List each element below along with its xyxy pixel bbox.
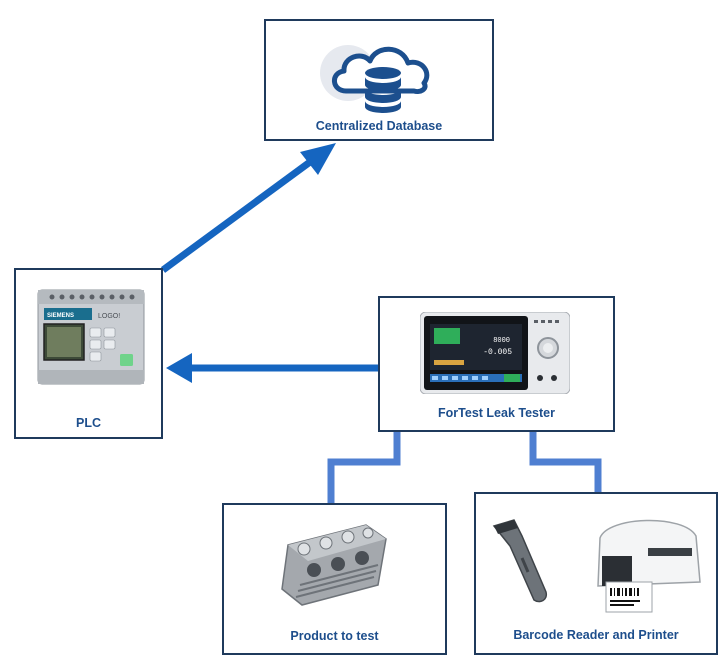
barcode-printer-label: Barcode Reader and Printer xyxy=(513,628,679,642)
plc-to-database-arrow xyxy=(160,143,336,273)
leak-tester-screen-value-1: 8000 xyxy=(493,337,510,345)
cloud-database-icon xyxy=(320,45,430,113)
leak-tester-to-product-connector xyxy=(327,430,401,503)
barcode-scanner-image xyxy=(492,519,548,603)
barcode-printer-node: Barcode Reader and Printer xyxy=(474,492,718,655)
leak-tester-to-barcode-connector xyxy=(529,430,602,492)
product-label: Product to test xyxy=(290,629,379,643)
leak-tester-screen-value-2: -0.005 xyxy=(483,348,512,357)
engine-cylinder-head-image xyxy=(281,524,387,606)
plc-node: SIEMENS LOGO! PLC xyxy=(14,268,163,439)
leak-tester-to-plc-arrow xyxy=(166,353,378,383)
leak-tester-label: ForTest Leak Tester xyxy=(438,406,555,420)
product-node: Product to test xyxy=(222,503,447,655)
plc-model-text: LOGO! xyxy=(98,313,120,320)
leak-tester-device-image: 8000 -0.005 xyxy=(420,312,570,394)
plc-label: PLC xyxy=(76,416,101,430)
leak-tester-node: 8000 -0.005 ForTest Leak Tester xyxy=(378,296,615,432)
database-label: Centralized Database xyxy=(315,119,443,133)
label-printer-image xyxy=(597,519,701,613)
database-node: Centralized Database xyxy=(264,19,494,141)
plc-brand-text: SIEMENS xyxy=(47,313,74,319)
plc-device-image: SIEMENS LOGO! xyxy=(37,289,145,385)
